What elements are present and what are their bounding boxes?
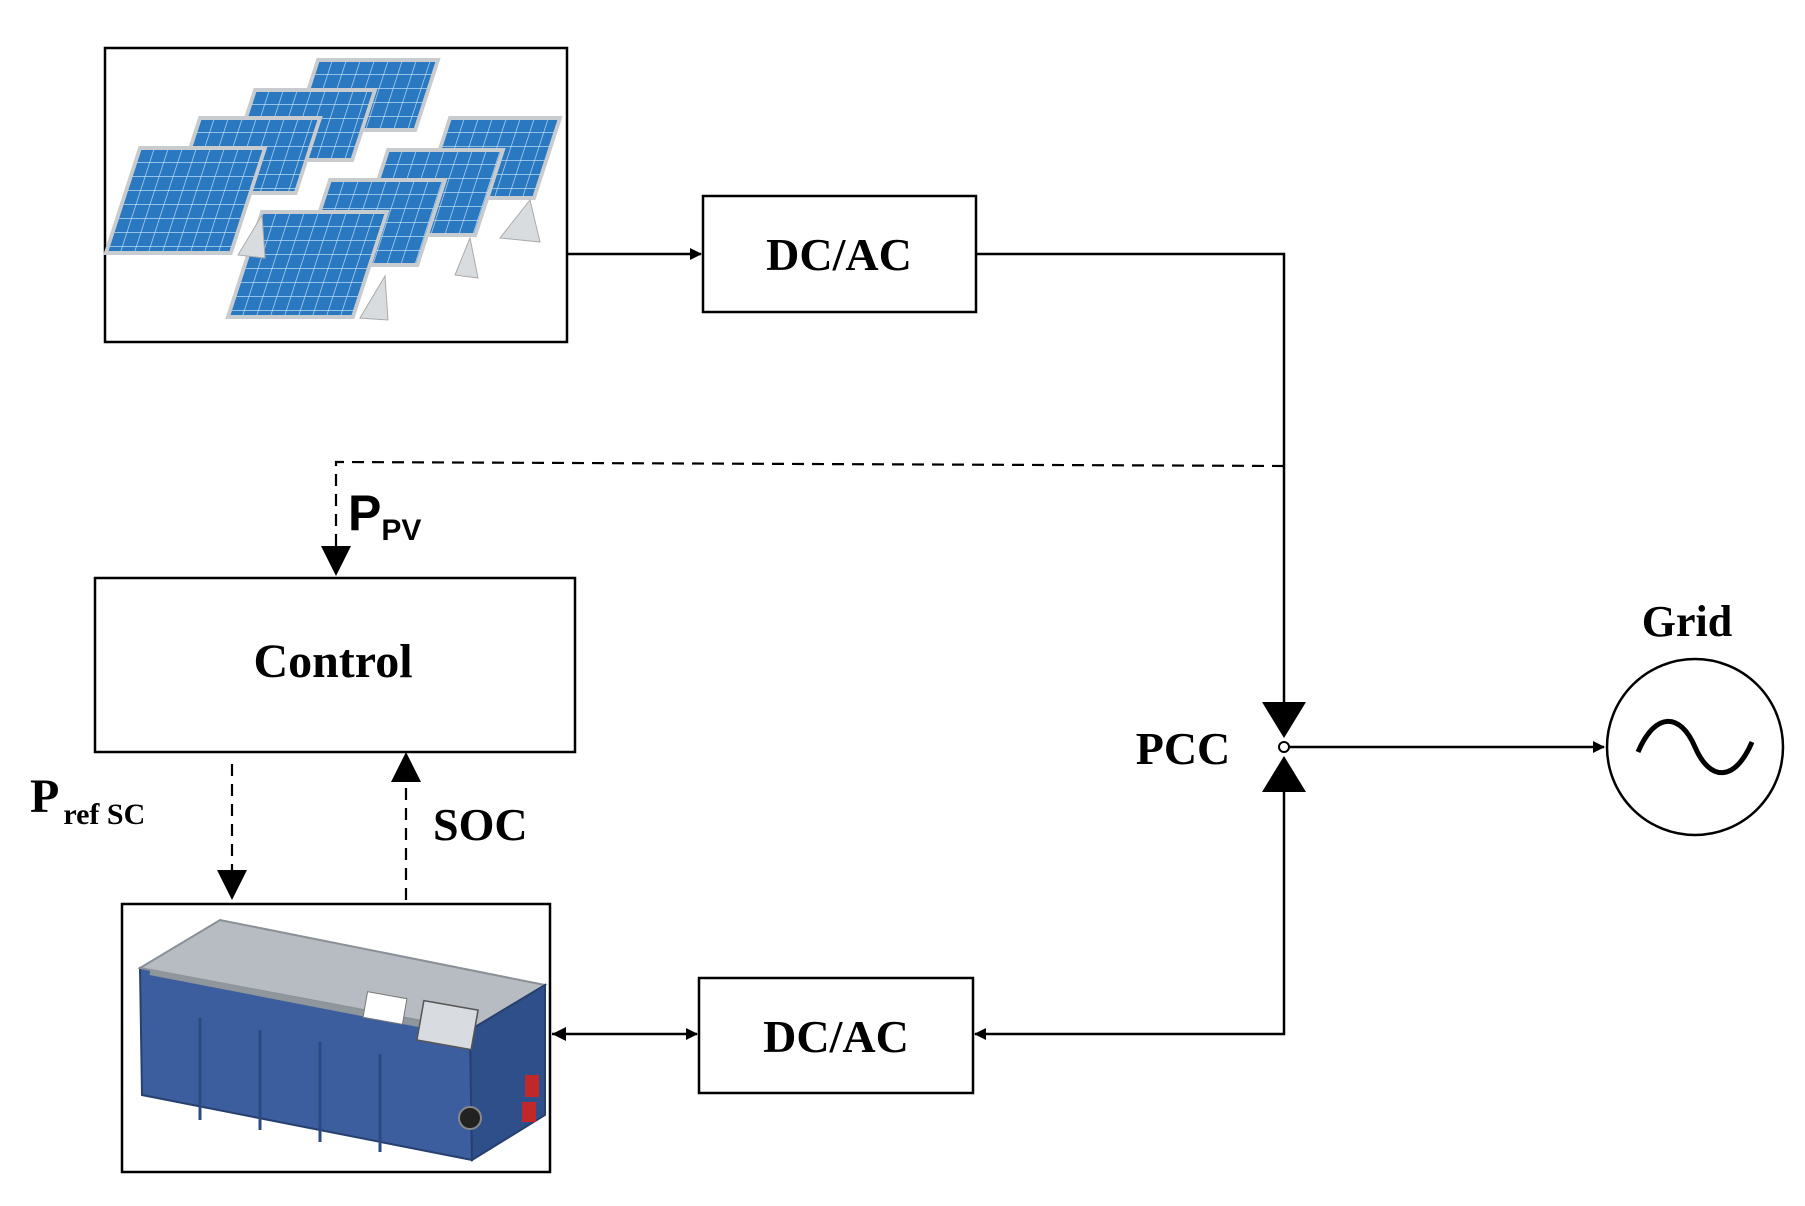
battery-side-arrowhead: [552, 1027, 566, 1041]
control-box: [93, 576, 577, 754]
power-lines: [552, 248, 1605, 1040]
grid-source: Grid: [1605, 597, 1785, 837]
dcac-top-label: DC/AC: [766, 229, 912, 280]
solar-panel-array-icon: [103, 58, 563, 321]
control-block: Control: [93, 576, 577, 754]
soc-arrowhead: [391, 752, 421, 782]
ppv-label: PPV: [348, 485, 421, 547]
ppv-signal-line: [334, 460, 1285, 548]
dcac-top-to-bus-line: [976, 252, 1286, 702]
dcac-bottom-box: [697, 976, 975, 1095]
battery-pack-icon: [137, 918, 548, 1162]
sine-wave-icon: [1635, 718, 1755, 776]
dcac-bottom-label: DC/AC: [763, 1011, 909, 1062]
soc-label: SOC: [433, 799, 528, 850]
bus-to-dcac-bottom-line: [974, 792, 1286, 1040]
dcac-top-box: [701, 194, 978, 314]
battery-pack: [120, 902, 552, 1174]
pcc-node: PCC: [1136, 702, 1306, 792]
pv-array: [103, 46, 569, 344]
pref-label-sub: ref SC: [63, 798, 145, 831]
dcac-converter-bottom: DC/AC: [697, 976, 975, 1095]
ppv-label-sub: PV: [381, 514, 421, 547]
signal-lines: [230, 460, 1285, 900]
dcac-converter-top: DC/AC: [701, 194, 978, 314]
pref-label-main: P: [30, 770, 59, 823]
pcc-upper-triangle: [1262, 702, 1306, 738]
ppv-arrowhead: [321, 546, 351, 576]
pcc-lower-triangle: [1262, 756, 1306, 792]
ppv-label-main: P: [348, 485, 381, 541]
pref-arrowhead: [217, 870, 247, 900]
pcc-label: PCC: [1136, 723, 1231, 774]
grid-label: Grid: [1642, 597, 1732, 646]
control-label: Control: [253, 635, 412, 688]
pcc-junction: [1278, 741, 1290, 753]
